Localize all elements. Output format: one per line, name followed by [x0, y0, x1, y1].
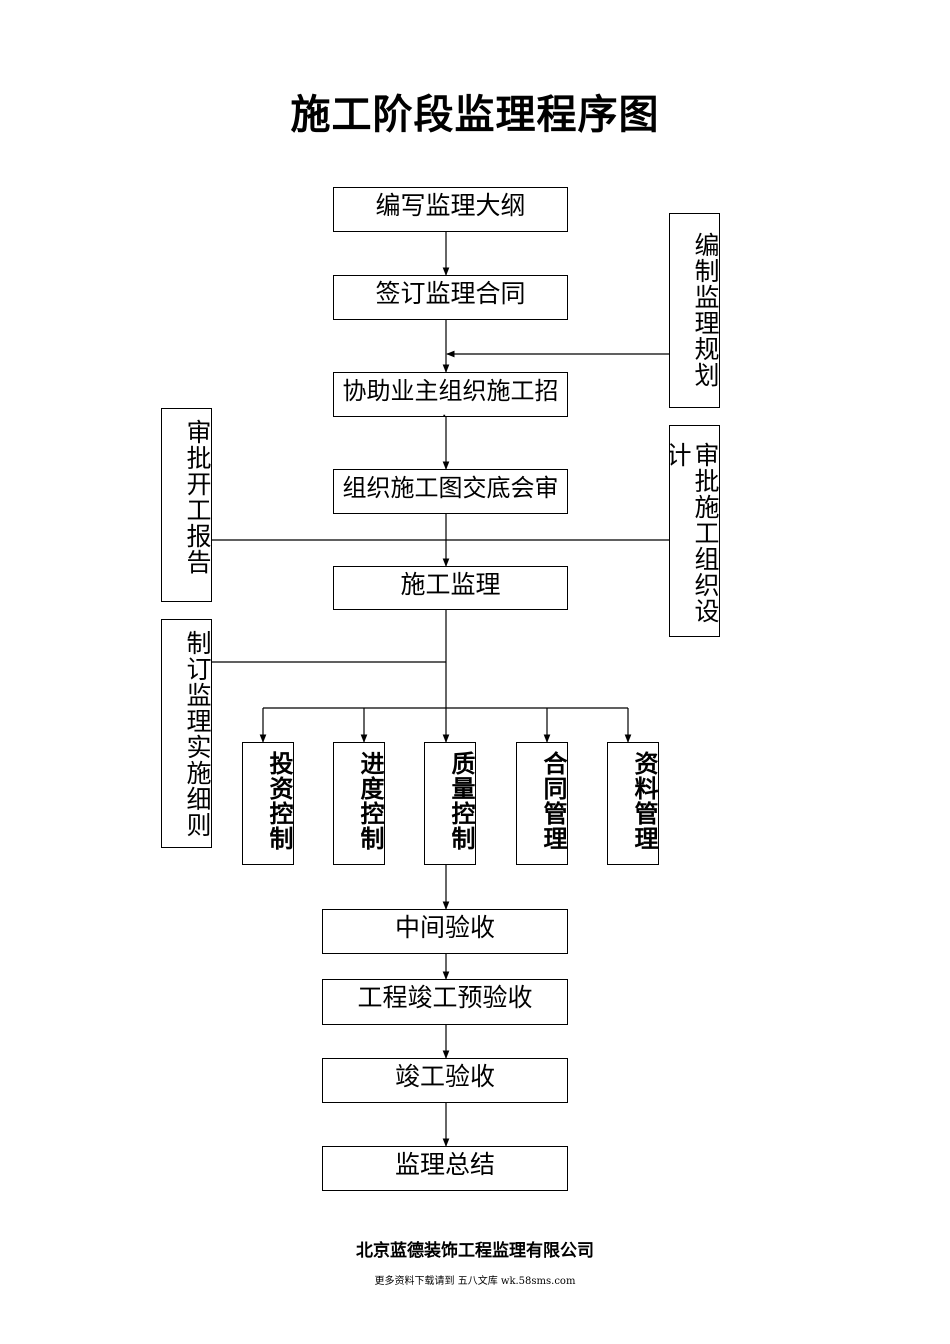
side-implementation-rules: 制订监理实施细则	[161, 619, 212, 848]
side-approve-start-report: 审批开工报告	[161, 408, 212, 602]
side-supervision-plan: 编制监理规划	[669, 213, 720, 408]
control-investment: 投资控制	[242, 742, 294, 865]
step-drawing-review: 组织施工图交底会审	[333, 469, 568, 514]
side-approve-org-design: 审批施工组织设计	[669, 425, 720, 637]
page-title: 施工阶段监理程序图	[290, 91, 660, 138]
step-pre-acceptance: 工程竣工预验收	[322, 979, 568, 1025]
company-name: 北京蓝德装饰工程监理有限公司	[356, 1241, 594, 1261]
step-contract: 签订监理合同	[333, 275, 568, 320]
step-tender: 协助业主组织施工招标	[333, 372, 568, 417]
control-quality: 质量控制	[424, 742, 476, 865]
step-interim-acceptance: 中间验收	[322, 909, 568, 954]
step-outline: 编写监理大纲	[333, 187, 568, 232]
step-final-acceptance: 竣工验收	[322, 1058, 568, 1103]
step-construction-supervision: 施工监理	[333, 566, 568, 610]
control-document-management: 资料管理	[607, 742, 659, 865]
control-schedule: 进度控制	[333, 742, 385, 865]
step-summary: 监理总结	[322, 1146, 568, 1191]
control-contract-management: 合同管理	[516, 742, 568, 865]
download-note: 更多资料下载请到 五八文库 wk.58sms.com	[374, 1276, 576, 1287]
